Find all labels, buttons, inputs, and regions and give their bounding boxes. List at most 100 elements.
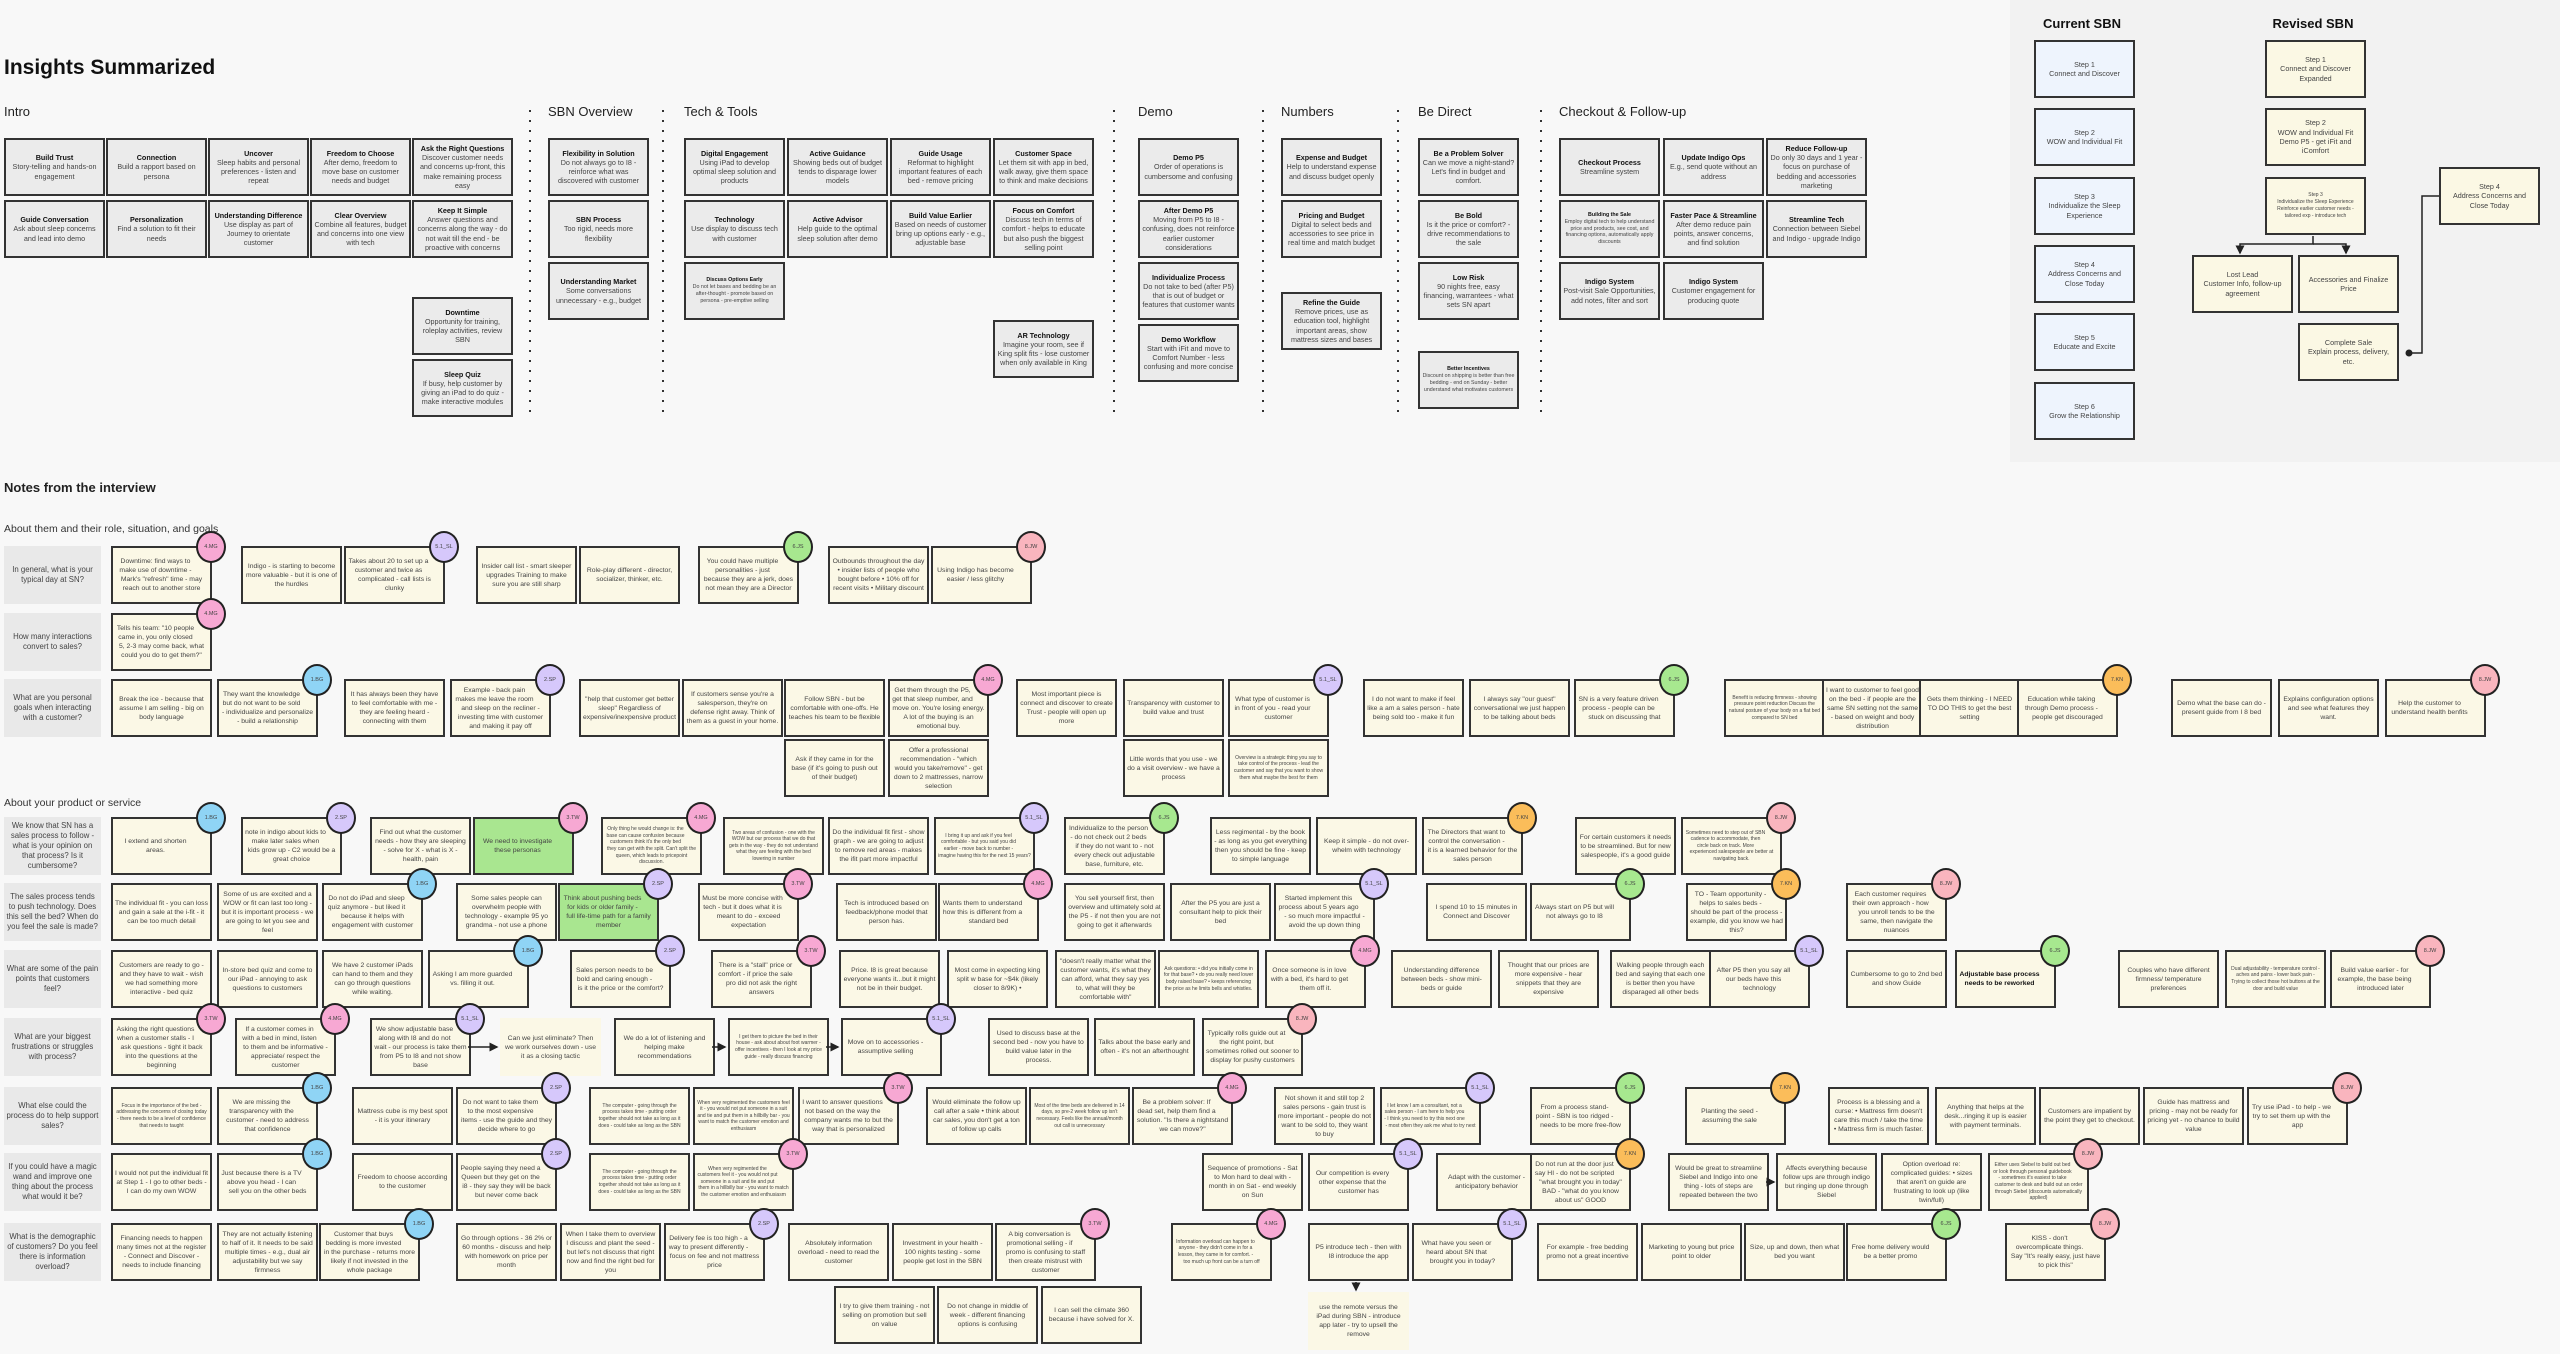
badge-clearance-spacer bbox=[1659, 695, 1671, 709]
sticky-note: Either uses Siebel to build out bed or l… bbox=[1988, 1153, 2089, 1211]
sticky-note-text: Understanding difference between beds - … bbox=[1401, 966, 1482, 992]
sticky-note-text: When I take them to overview I discuss a… bbox=[565, 1230, 656, 1274]
sticky-note: I spend 10 to 15 minutes in Connect and … bbox=[1426, 883, 1527, 941]
sticky-note-text: Keep it simple - do not over-whelm with … bbox=[1323, 838, 1409, 854]
sticky-note: Would eliminate the follow up call after… bbox=[926, 1087, 1027, 1145]
sticky-note: Adjustable base process needs to be rewo… bbox=[1955, 950, 2056, 1008]
participant-badge: 1.BG bbox=[302, 1072, 332, 1104]
participant-badge: 6.JS bbox=[1149, 802, 1179, 834]
sticky-note: Benefit is reducing firmness - showing p… bbox=[1724, 679, 1825, 737]
insight-card-title: Reduce Follow-up bbox=[1785, 143, 1848, 153]
sticky-note-text: I let know I am a consultant, not a sale… bbox=[1384, 1102, 1477, 1129]
insight-card-title: Individualize Process bbox=[1151, 272, 1226, 282]
sticky-note-text: Less regimental - by the book - as long … bbox=[1214, 829, 1307, 863]
sticky-note-text: Find out what the customer needs - how t… bbox=[375, 829, 466, 863]
badge-clearance-spacer bbox=[1615, 903, 1627, 917]
sticky-note: Individualize to the person - do not che… bbox=[1064, 817, 1165, 875]
sticky-note: Just because there is a TV above you hea… bbox=[217, 1153, 318, 1211]
section-divider bbox=[529, 110, 531, 418]
badge-clearance-spacer bbox=[1393, 1169, 1405, 1183]
section-divider bbox=[1540, 110, 1542, 418]
insight-card-body: Order of operations is cumbersome and co… bbox=[1144, 162, 1233, 181]
insight-card-title: Flexibility in Solution bbox=[562, 148, 635, 158]
sticky-note: Freedom to choose according to the custo… bbox=[352, 1153, 453, 1211]
section-heading-tech-tools: Tech & Tools bbox=[684, 104, 758, 119]
participant-badge: 5.1_SL bbox=[455, 1003, 485, 1035]
badge-clearance-spacer bbox=[1770, 1107, 1782, 1121]
insight-card-body: Find a solution to fit their needs bbox=[117, 224, 196, 243]
sticky-note: Gets them thinking - I NEED TO DO THIS t… bbox=[1919, 679, 2020, 737]
sticky-note-text: Adjustable base process needs to be rewo… bbox=[1959, 970, 2052, 988]
sticky-note: There is a "stall" price or comfort - if… bbox=[711, 950, 812, 1008]
section-heading-numbers: Numbers bbox=[1281, 104, 1334, 119]
insight-card-title: AR Technology bbox=[1017, 330, 1070, 340]
sticky-note-text: Offer a professional recommendation - "w… bbox=[893, 746, 984, 790]
sticky-note: Focus in the importance of the bed - add… bbox=[111, 1087, 212, 1145]
sticky-note: Find out what the customer needs - how t… bbox=[370, 817, 471, 875]
sticky-note: Our competition is every other expense t… bbox=[1308, 1153, 1409, 1211]
participant-badge: 3.TW bbox=[196, 1003, 226, 1035]
sticky-note: Financing needs to happen many times not… bbox=[111, 1223, 212, 1281]
sticky-note: Takes about 20 to set up a customer and … bbox=[344, 546, 445, 604]
insight-card-body: Do not let bases and bedding be an after… bbox=[692, 284, 777, 304]
sticky-note-text: Indigo - is starting to become more valu… bbox=[245, 562, 338, 588]
current-sbn-step: Step 3 Individualize the Sleep Experienc… bbox=[2034, 177, 2135, 235]
sticky-note-text: Anything that helps at the desk...ringin… bbox=[1944, 1103, 2027, 1129]
badge-clearance-spacer bbox=[1497, 1239, 1509, 1253]
insight-card-body: Build a rapport based on persona bbox=[117, 162, 196, 181]
insight-card-body: Digital to select beds and accessories t… bbox=[1287, 219, 1376, 248]
sticky-note-text: Demo what the base can do - present guid… bbox=[2177, 700, 2266, 716]
sticky-note: Overview is a strategic thing you say to… bbox=[1228, 739, 1329, 797]
sticky-note: Size, up and down, then what bed you wan… bbox=[1744, 1223, 1845, 1281]
sticky-note-text: A big conversation is promotional sellin… bbox=[999, 1230, 1092, 1275]
sticky-note-text: I can sell the climate 360 because i hav… bbox=[1048, 1307, 1135, 1323]
sticky-note-text: Individualize to the person - do not che… bbox=[1068, 824, 1161, 869]
sticky-note-text: When very regimented the customers feel … bbox=[697, 1099, 790, 1132]
revised-sbn-step: Step 2 WOW and Individual Fit Demo P5 - … bbox=[2265, 108, 2366, 166]
insight-card-title: Keep It Simple bbox=[437, 205, 488, 215]
insight-card-title: Customer Space bbox=[1015, 148, 1072, 158]
current-sbn-title: Current SBN bbox=[2042, 16, 2122, 31]
sticky-note: Price. I8 is great because everyone want… bbox=[839, 950, 940, 1008]
sticky-note: Delivery fee is too high - a way to pres… bbox=[664, 1223, 765, 1281]
sticky-note: Tells his team: "10 people came in, you … bbox=[111, 613, 212, 671]
sticky-note: I extend and shorten areas. bbox=[111, 817, 212, 875]
sticky-note: Downtime: find ways to make use of downt… bbox=[111, 546, 212, 604]
insight-card-body: Based on needs of customer bring up opti… bbox=[894, 219, 987, 248]
insight-card-title: Sleep Quiz bbox=[444, 369, 481, 379]
insight-card-body: Discover customer needs and concerns up-… bbox=[419, 153, 506, 190]
insight-card-body: Employ digital tech to help understand p… bbox=[1564, 218, 1655, 246]
badge-clearance-spacer bbox=[2415, 966, 2427, 980]
interview-question: How many interactions convert to sales? bbox=[4, 613, 101, 671]
badge-clearance-spacer bbox=[2102, 695, 2114, 709]
participant-badge: 5.1_SL bbox=[1019, 802, 1049, 834]
sticky-note-text: People saying they need a Queen but they… bbox=[460, 1164, 553, 1200]
sticky-note-text: The computer - going through the process… bbox=[598, 1168, 681, 1195]
sticky-note-text: I would not put the individual fit at St… bbox=[115, 1169, 208, 1195]
sticky-note: Using Indigo has become easier / less gl… bbox=[931, 546, 1032, 604]
sticky-note-text: Price. I8 is great because everyone want… bbox=[843, 966, 936, 992]
sticky-note-text: I always say "our guest" conversational … bbox=[1473, 695, 1566, 721]
revised-sbn-step: Lost Lead Customer Info, follow-up agree… bbox=[2192, 255, 2293, 313]
sticky-note-text: Ask questions: • did you initially come … bbox=[1163, 965, 1254, 992]
sticky-note-text: Adapt with the customer - anticipatory b… bbox=[1447, 1174, 1526, 1190]
sticky-note-text: Must be more concise with tech - but it … bbox=[702, 894, 795, 930]
sticky-note-text: "doesn't really matter what the customer… bbox=[1060, 957, 1151, 1001]
badge-clearance-spacer bbox=[1465, 1103, 1477, 1117]
interview-question: The sales process tends to push technolo… bbox=[4, 883, 101, 941]
sticky-note: After P5 then you say all our beds have … bbox=[1709, 950, 1810, 1008]
interview-question: What is the demographic of customers? Do… bbox=[4, 1223, 101, 1281]
sticky-note: For certain customers it needs to be str… bbox=[1575, 817, 1676, 875]
sticky-note-text: Do not want to take them to the most exp… bbox=[460, 1099, 553, 1133]
sticky-note-text: Example - back pain makes me leave the r… bbox=[454, 686, 547, 731]
sticky-note-text: We do a lot of listening and helping mak… bbox=[623, 1034, 706, 1060]
